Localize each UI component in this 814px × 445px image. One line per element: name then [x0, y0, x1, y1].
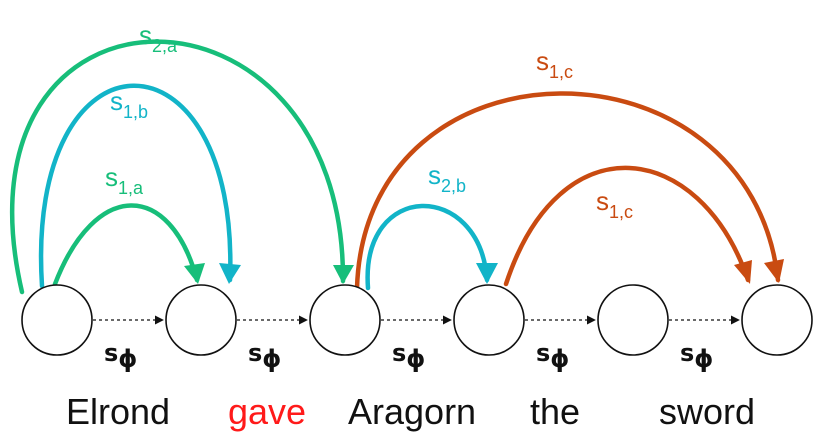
arrowhead-s1c-inner [734, 260, 752, 284]
arc-s1a [52, 203, 200, 287]
node-aragorn [309, 284, 381, 356]
dependency-arcs [9, 39, 781, 295]
arc-label-s1a: s1,a [105, 162, 144, 198]
node-blank [597, 284, 669, 356]
sequence-label: sϕ [680, 339, 713, 373]
arc-s2b [365, 203, 490, 291]
arrowhead-s2a [333, 265, 354, 284]
sequence-label: sϕ [248, 339, 281, 373]
word-gave: gave [228, 391, 306, 432]
node-elrond [21, 284, 93, 356]
word-aragorn: Aragorn [348, 391, 476, 432]
node-sword [741, 284, 813, 356]
arc-label-s2a: s2,a [139, 20, 178, 56]
arc-s1c-inner [503, 165, 751, 287]
sequence-label: sϕ [536, 339, 569, 373]
sequence-label: sϕ [392, 339, 425, 373]
arc-labels: s2,a s1,b s1,a s1,c s2,b s1,c [105, 20, 633, 222]
arrowhead-s2b [476, 263, 498, 284]
arrowhead-s1b [219, 263, 241, 284]
arc-label-s1c-inner: s1,c [596, 186, 633, 222]
word-elrond: Elrond [66, 391, 170, 432]
arc-label-s2b: s2,b [428, 160, 466, 196]
sentence: Elrond gave Aragorn the sword [66, 391, 755, 432]
arc-s1b [38, 83, 233, 289]
node-the [453, 284, 525, 356]
word-the: the [530, 391, 580, 432]
node-gave [165, 284, 237, 356]
sequence-label: sϕ [104, 339, 137, 373]
sequence-labels: sϕ sϕ sϕ sϕ sϕ [104, 339, 713, 373]
arc-label-s1c-outer: s1,c [536, 46, 573, 82]
word-sword: sword [659, 391, 755, 432]
arc-s1c-outer [354, 91, 781, 291]
arc-s2a [9, 39, 346, 295]
arc-arrowheads [184, 259, 784, 284]
arrowhead-s1c-outer [764, 259, 784, 283]
arc-label-s1b: s1,b [110, 86, 148, 122]
arrowhead-s1a [184, 263, 205, 284]
token-nodes [21, 284, 813, 356]
